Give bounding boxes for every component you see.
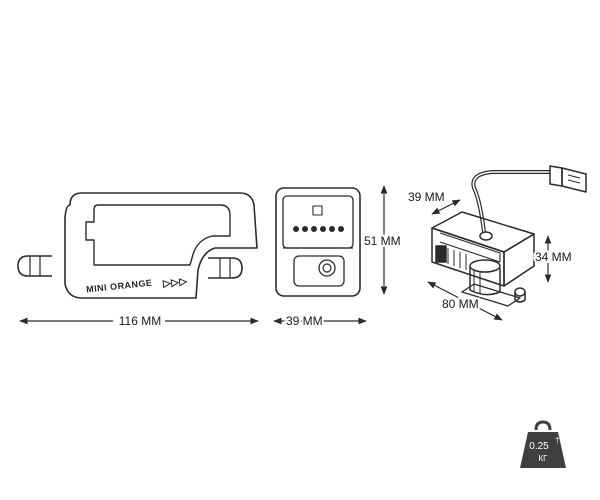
- cable-grommet: [479, 231, 493, 241]
- front-port: [322, 263, 332, 273]
- cable-connector: [549, 165, 587, 193]
- weight-unit: КГ: [539, 454, 549, 463]
- front-body-outline: [275, 187, 361, 297]
- iso-length-label: 80 MM: [442, 297, 479, 311]
- iso-grille: [447, 248, 467, 270]
- weight-badge: 0.25 † КГ: [520, 420, 566, 468]
- left-hose-barb: [17, 255, 52, 277]
- pump-cylinder: [469, 259, 501, 296]
- iso-view: [431, 165, 587, 307]
- iso-side-window: [435, 245, 447, 263]
- weight-value: 0.25: [529, 441, 549, 452]
- front-width-label: 39 MM: [286, 314, 323, 328]
- weight-icon: [520, 420, 566, 468]
- brand-label: MINI ORANGE: [86, 278, 153, 295]
- led-row: [293, 226, 344, 232]
- front-view: [275, 187, 361, 297]
- iso-right-face: [503, 233, 535, 287]
- front-height-label: 51 MM: [364, 234, 401, 248]
- iso-width-dim-line: [431, 199, 461, 215]
- side-length-label-bg: [113, 313, 165, 329]
- front-window: [293, 255, 345, 287]
- flow-arrows: ▷▷▷: [162, 276, 189, 290]
- front-port-ring: [318, 259, 336, 277]
- iso-outlet: [514, 287, 526, 303]
- iso-length-dim-line: [427, 281, 503, 321]
- pump-body-window: [85, 204, 231, 266]
- power-cable: [471, 170, 550, 233]
- side-length-label: 116 MM: [119, 314, 161, 328]
- indicator-square: [312, 205, 323, 216]
- pump-body-outline: [64, 192, 258, 299]
- front-top-band: [282, 195, 354, 249]
- iso-height-label: 34 MM: [535, 250, 572, 264]
- side-view: [17, 192, 258, 299]
- iso-width-label: 39 MM: [408, 190, 445, 204]
- right-hose-barb: [208, 257, 243, 279]
- weight-dagger: †: [555, 436, 559, 445]
